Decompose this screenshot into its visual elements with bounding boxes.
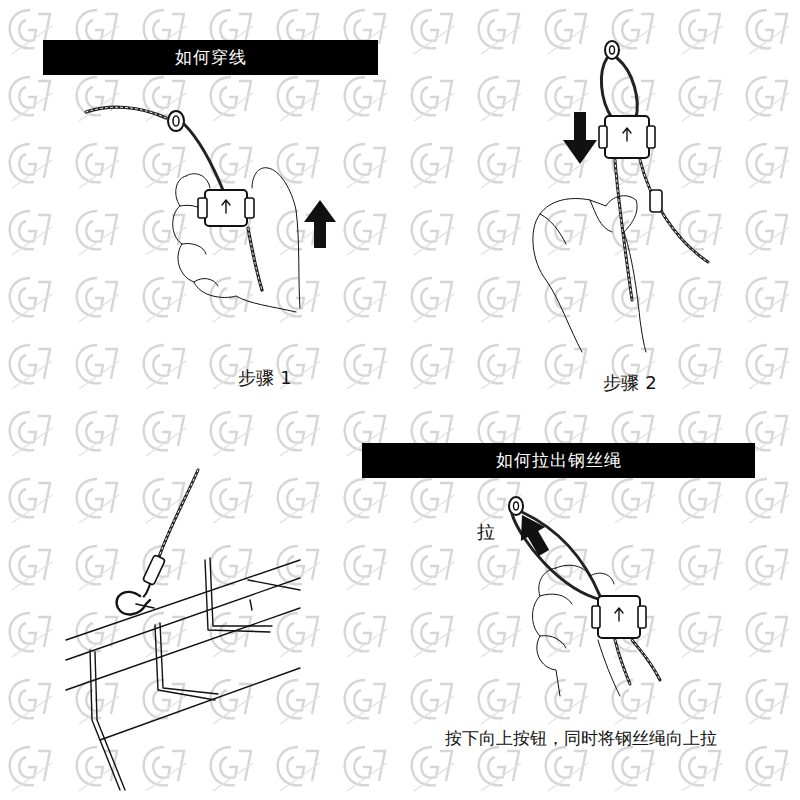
section-heading: 如何拉出钢丝绳 <box>496 449 622 472</box>
section-header-bar: 如何拉出钢丝绳 <box>362 443 755 478</box>
instruction-caption: 按下向上按钮，同时将钢丝绳向上拉 <box>445 727 717 750</box>
direction-label: 拉 <box>477 520 495 544</box>
step-label: 步骤 1 <box>238 366 291 390</box>
step-label: 步骤 2 <box>603 371 656 395</box>
section-header-bar: 如何穿线 <box>43 40 378 75</box>
section-heading: 如何穿线 <box>175 46 247 69</box>
